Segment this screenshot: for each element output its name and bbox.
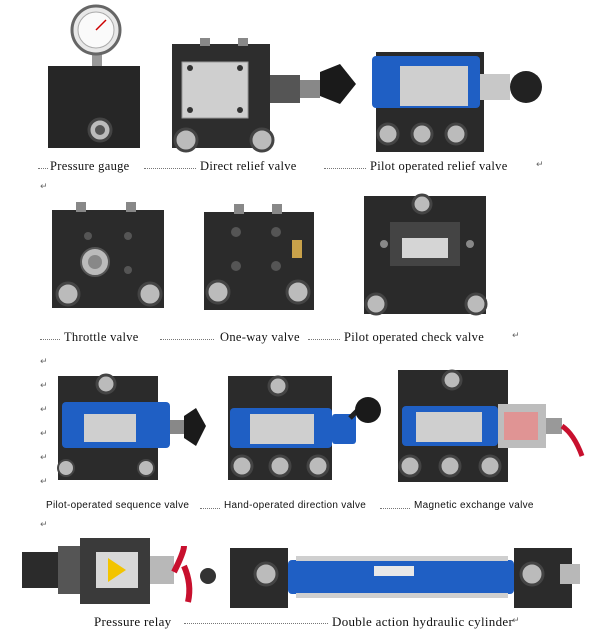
paragraph-mark: ↵ [40,182,48,192]
caption-hand-operated-direction-valve: Hand-operated direction valve [224,500,367,511]
caption-one-way-valve: One-way valve [220,330,300,344]
leader-dots [308,339,340,340]
caption-pilot-operated-sequence-valve: Pilot-operated sequence valve [46,500,190,511]
paragraph-mark: ↵ [40,405,48,415]
paragraph-mark: ↵ [512,331,520,341]
caption-throttle-valve: Throttle valve [64,330,139,344]
caption-magnetic-exchange-valve: Magnetic exchange valve [414,500,534,511]
leader-dots [324,168,366,169]
caption-double-action-hydraulic-cylinder: Double action hydraulic cylinder [332,614,514,629]
paragraph-mark: ↵ [40,357,48,367]
leader-dots [144,168,196,169]
paragraph-mark: ↵ [512,616,520,626]
caption-pilot-operated-relief-valve: Pilot operated relief valve [370,159,508,173]
paragraph-mark: ↵ [536,160,544,170]
leader-dots [184,623,328,624]
caption-pressure-gauge: Pressure gauge [50,159,130,173]
leader-dots [40,339,60,340]
leader-dots [200,508,220,509]
paragraph-mark: ↵ [40,429,48,439]
paragraph-mark: ↵ [40,520,48,530]
leader-dots [380,508,410,509]
paragraph-mark: ↵ [40,477,48,487]
caption-pilot-operated-check-valve: Pilot operated check valve [344,330,485,344]
caption-pressure-relay: Pressure relay [94,614,172,629]
paragraph-mark: ↵ [40,381,48,391]
leader-dots [160,339,214,340]
caption-direct-relief-valve: Direct relief valve [200,159,297,173]
paragraph-mark: ↵ [40,453,48,463]
leader-dots [38,168,48,169]
